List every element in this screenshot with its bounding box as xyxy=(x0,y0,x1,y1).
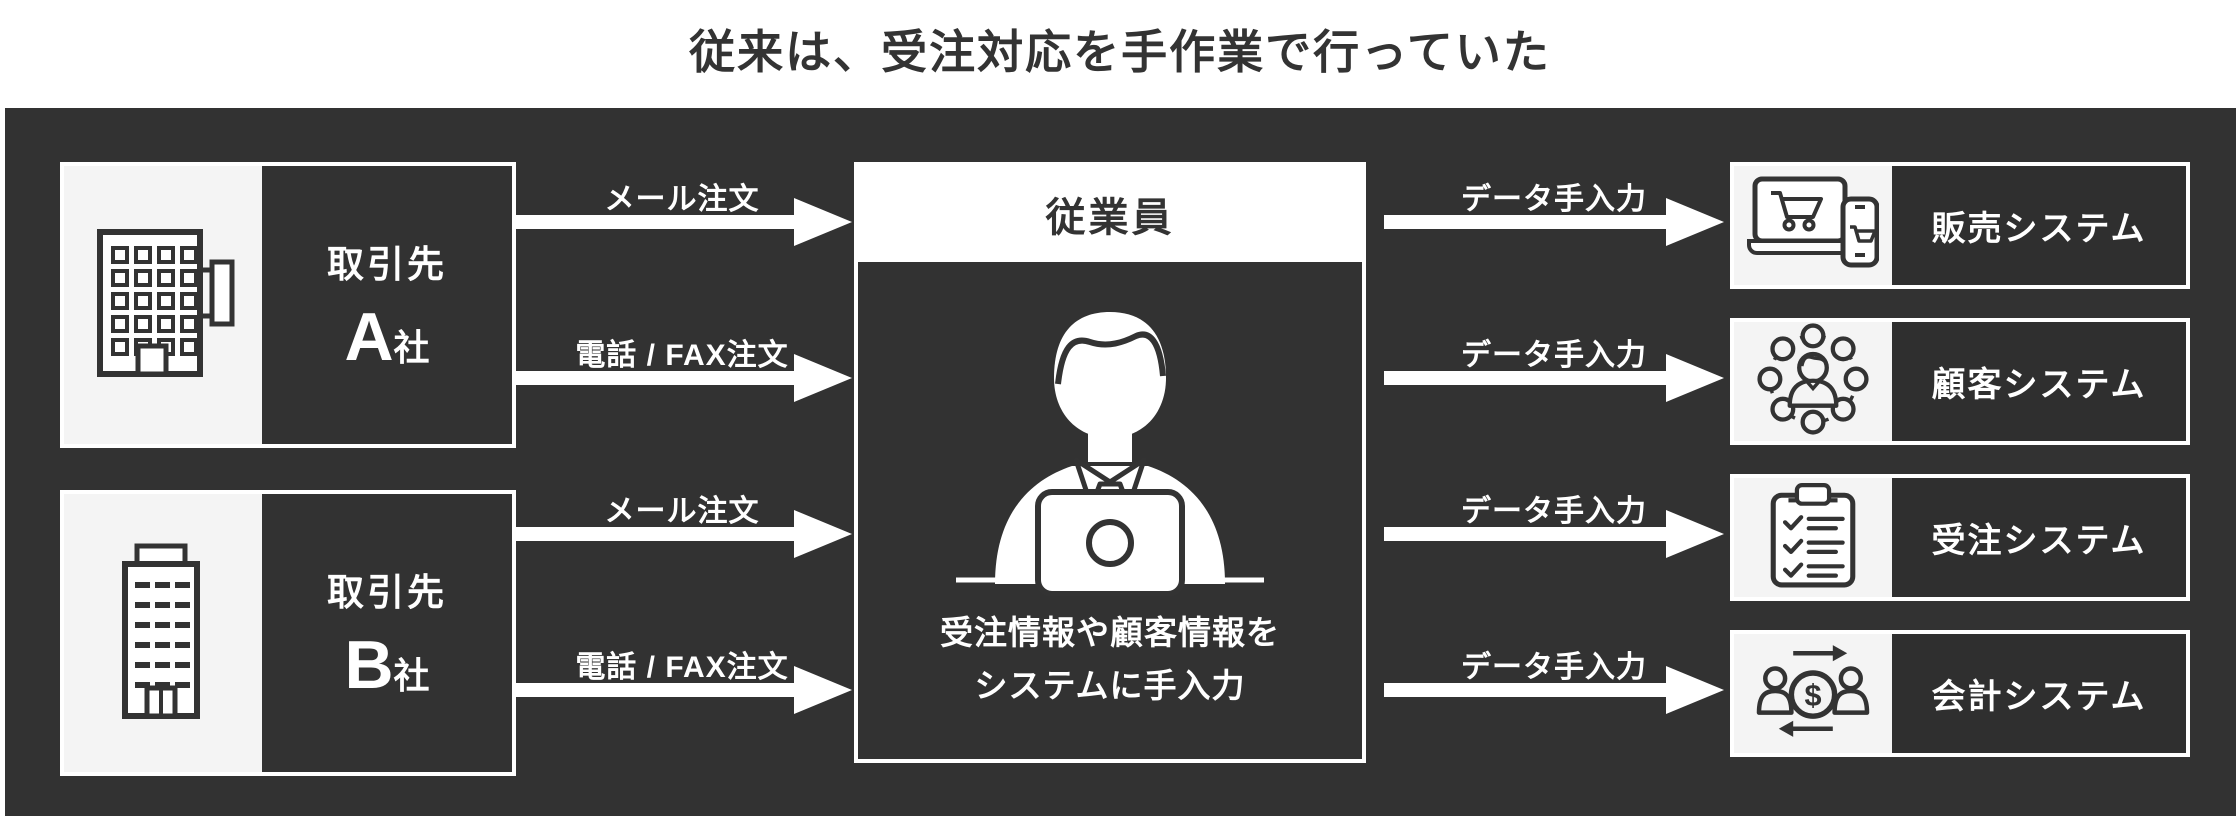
arrow-label: データ手入力 xyxy=(1461,183,1647,216)
company-a-letter: A xyxy=(344,299,394,375)
company-a-label: 取引先 A 社 xyxy=(262,166,512,444)
arrow-head-icon xyxy=(1666,510,1724,558)
company-b-icon-area xyxy=(64,494,262,772)
arrow-phone-fax-order-a: 電話 / FAX注文 xyxy=(512,318,852,438)
arrow-head-icon xyxy=(1666,354,1724,402)
ecommerce-devices-icon xyxy=(1747,175,1880,276)
svg-text:$: $ xyxy=(1804,678,1821,712)
company-a-suffix: 社 xyxy=(393,327,430,368)
arrow-label: メール注文 xyxy=(604,183,760,216)
arrow-head-icon xyxy=(794,510,852,558)
arrow-head-icon xyxy=(1666,666,1724,714)
arrow-label: データ手入力 xyxy=(1461,651,1647,684)
company-b-box: 取引先 B 社 xyxy=(60,490,516,776)
arrow-shaft xyxy=(512,371,798,385)
company-b-suffix: 社 xyxy=(393,655,430,696)
arrow-shaft xyxy=(1384,683,1670,697)
system-customer-box: 顧客システム xyxy=(1730,318,2190,445)
arrow-label: メール注文 xyxy=(604,495,760,528)
arrow-shaft xyxy=(512,683,798,697)
employee-description: 受注情報や顧客情報を システムに手入力 xyxy=(940,607,1280,713)
page-title: 従来は、受注対応を手作業で行っていた xyxy=(689,26,1551,78)
system-order-label: 受注システム xyxy=(1931,522,2147,560)
system-customer-icon-area xyxy=(1734,322,1892,441)
arrow-head-icon xyxy=(794,198,852,246)
arrow-label: 電話 / FAX注文 xyxy=(575,339,789,372)
arrow-label: データ手入力 xyxy=(1461,339,1647,372)
arrow-label: 電話 / FAX注文 xyxy=(575,651,789,684)
company-b-label: 取引先 B 社 xyxy=(262,494,512,772)
system-accounting-label: 会計システム xyxy=(1931,678,2147,716)
employee-title: 従業員 xyxy=(858,166,1362,262)
customer-network-icon xyxy=(1757,323,1869,440)
arrow-data-entry-4: データ手入力 xyxy=(1384,630,1724,750)
system-sales-box: 販売システム xyxy=(1730,162,2190,289)
company-a-box: 取引先 A 社 xyxy=(60,162,516,448)
employee-description-line2: システムに手入力 xyxy=(974,666,1246,704)
arrow-data-entry-3: データ手入力 xyxy=(1384,474,1724,594)
employee-description-line1: 受注情報や顧客情報を xyxy=(940,614,1280,651)
tower-building-icon xyxy=(101,538,226,728)
arrow-label: データ手入力 xyxy=(1461,495,1647,528)
office-building-icon xyxy=(88,218,238,393)
checklist-clipboard-icon xyxy=(1765,480,1861,595)
person-at-laptop-icon xyxy=(940,286,1280,601)
arrow-head-icon xyxy=(794,666,852,714)
arrow-shaft xyxy=(512,215,798,229)
system-accounting-icon-area: $ xyxy=(1734,634,1892,753)
system-sales-icon-area xyxy=(1734,166,1892,285)
system-order-box: 受注システム xyxy=(1730,474,2190,601)
arrow-shaft xyxy=(1384,371,1670,385)
arrow-phone-fax-order-b: 電話 / FAX注文 xyxy=(512,630,852,750)
company-b-letter: B xyxy=(344,627,394,703)
arrow-data-entry-2: データ手入力 xyxy=(1384,318,1724,438)
company-a-type: 取引先 xyxy=(327,244,447,285)
arrow-data-entry-1: データ手入力 xyxy=(1384,162,1724,282)
arrow-shaft xyxy=(1384,215,1670,229)
system-accounting-box: $ 会計システム xyxy=(1730,630,2190,757)
arrow-head-icon xyxy=(794,354,852,402)
arrow-mail-order-a: メール注文 xyxy=(512,162,852,282)
arrow-shaft xyxy=(512,527,798,541)
arrow-shaft xyxy=(1384,527,1670,541)
system-sales-label: 販売システム xyxy=(1931,210,2147,248)
company-a-icon-area xyxy=(64,166,262,444)
arrow-mail-order-b: メール注文 xyxy=(512,474,852,594)
system-order-icon-area xyxy=(1734,478,1892,597)
system-customer-label: 顧客システム xyxy=(1931,366,2147,404)
company-b-type: 取引先 xyxy=(327,572,447,613)
money-exchange-icon: $ xyxy=(1750,639,1876,748)
employee-box: 従業員 受注情報や顧客情報を システムに手入力 xyxy=(854,162,1366,763)
arrow-head-icon xyxy=(1666,198,1724,246)
